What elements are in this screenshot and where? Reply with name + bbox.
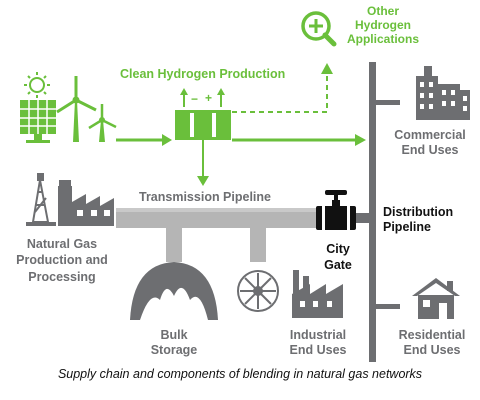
distribution-line-1: Distribution xyxy=(383,205,454,219)
city-gate-link xyxy=(356,213,370,223)
industrial-downpipe xyxy=(250,228,266,262)
commercial-line-2: End Uses xyxy=(401,142,459,157)
industrial-factory-icon xyxy=(292,270,343,318)
plus-magnifier-icon xyxy=(301,11,337,47)
other-hydrogen-line-3: Applications xyxy=(346,32,419,47)
commercial-branch xyxy=(376,100,400,105)
electrolyzer-plus-sign: + xyxy=(205,91,213,105)
residential-end-uses-label: Residential End Uses xyxy=(384,328,480,358)
distribution-line-2: Pipeline xyxy=(383,219,431,234)
factory-icon xyxy=(58,180,114,226)
city-gate-label: City Gate xyxy=(318,241,358,274)
industrial-line-1: Industrial xyxy=(289,328,347,342)
bulk-line-1: Bulk xyxy=(160,328,188,342)
natural-gas-line-3: Processing xyxy=(28,269,96,284)
transmission-pipeline-label: Transmission Pipeline xyxy=(139,190,271,204)
renewables-flow-arrow xyxy=(116,134,172,146)
city-gate-line-1: City xyxy=(326,242,350,256)
figure-caption: Supply chain and components of blending … xyxy=(57,367,423,381)
bulk-storage-label: Bulk Storage xyxy=(135,328,213,358)
other-hydrogen-line-1: Other xyxy=(366,4,399,18)
clean-hydrogen-label: Clean Hydrogen Production xyxy=(120,67,286,81)
storage-dome-icon xyxy=(130,262,218,320)
residential-line-2: End Uses xyxy=(403,342,461,357)
industrial-line-2: End Uses xyxy=(289,342,347,357)
sun-icon xyxy=(24,72,50,98)
valve-icon xyxy=(316,190,356,230)
wind-turbine-icon xyxy=(88,104,117,142)
oil-rig-icon xyxy=(26,173,56,226)
turbine-fan-icon xyxy=(237,270,279,312)
natural-gas-line-1: Natural Gas xyxy=(26,237,98,251)
city-gate-line-2: Gate xyxy=(324,258,352,273)
electrolyzer-icon xyxy=(175,88,231,140)
industrial-end-uses-label: Industrial End Uses xyxy=(277,328,359,358)
transmission-pipeline xyxy=(116,208,328,228)
office-building-icon xyxy=(416,66,470,120)
natural-gas-line-2: Production and xyxy=(16,253,108,268)
other-applications-dashed-arrow xyxy=(232,63,333,113)
solar-panel-icon xyxy=(20,100,56,143)
distribution-pipeline-label: Distribution Pipeline xyxy=(383,205,453,235)
hydrogen-to-distribution-arrow xyxy=(232,134,366,146)
commercial-end-uses-label: Commercial End Uses xyxy=(380,128,480,158)
natural-gas-label: Natural Gas Production and Processing xyxy=(6,236,118,285)
distribution-pipeline-line xyxy=(369,62,376,362)
hydrogen-to-transmission-arrow xyxy=(197,140,209,186)
residential-branch xyxy=(376,304,400,309)
other-hydrogen-line-2: Hydrogen xyxy=(354,18,411,33)
commercial-line-1: Commercial xyxy=(394,128,466,142)
electrolyzer-minus-sign: − xyxy=(191,92,199,106)
residential-line-1: Residential xyxy=(398,328,466,342)
house-icon xyxy=(412,278,460,319)
wind-turbine-icon xyxy=(56,76,97,142)
storage-downpipe xyxy=(166,228,182,262)
bulk-line-2: Storage xyxy=(150,342,198,357)
other-hydrogen-label: Other Hydrogen Applications xyxy=(328,4,438,46)
